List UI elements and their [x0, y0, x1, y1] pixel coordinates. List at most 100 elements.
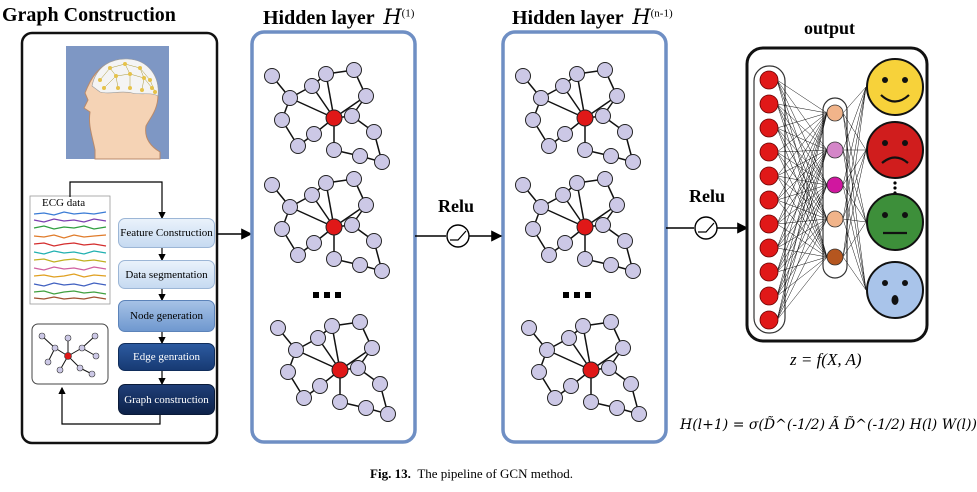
graph-node [358, 400, 374, 416]
neutral-face-icon [866, 193, 924, 251]
step-feature-construction: Feature Construction [118, 218, 215, 248]
graph-node [290, 247, 306, 263]
graph-node [569, 66, 585, 82]
hidden-layer-1-superscript: (1) [401, 7, 415, 20]
graph-node [557, 235, 573, 251]
graph-node [264, 177, 280, 193]
input-node [759, 118, 779, 138]
nn-edge [842, 112, 867, 151]
hidden-layer-n-frame [501, 30, 668, 444]
graph-node [306, 126, 322, 142]
graph-node [352, 257, 368, 273]
graph-node [603, 257, 619, 273]
graph-node [332, 394, 348, 410]
graph-node [326, 251, 342, 267]
nn-edge [776, 184, 828, 321]
nn-edge [776, 149, 828, 297]
graph-node [557, 126, 573, 142]
nn-edge [776, 199, 828, 220]
hidden-node [826, 248, 844, 266]
graph-node [282, 199, 298, 215]
graph-node [324, 318, 340, 334]
nn-edge [776, 112, 828, 321]
graph-node [617, 124, 633, 140]
graph-node [525, 221, 541, 237]
graph-node [310, 330, 326, 346]
nn-edge [776, 149, 828, 225]
output-ellipsis [893, 181, 897, 195]
graph-construction-title: Graph Construction [2, 4, 176, 26]
nn-edge [842, 221, 867, 258]
nn-edge [776, 149, 828, 273]
graph-node [595, 108, 611, 124]
hidden-layer-n-superscript: (n-1) [650, 7, 673, 20]
nn-edge [776, 112, 828, 273]
input-node [759, 190, 779, 210]
graph-node [625, 154, 641, 170]
nn-edge [776, 256, 828, 321]
graph-node [358, 88, 374, 104]
graph-node [312, 378, 328, 394]
nn-edge [842, 149, 867, 220]
output-formula: z = f(X, A) [790, 350, 862, 369]
graph-center-node [331, 361, 349, 379]
hidden-layer-n-symbol: H [632, 5, 651, 29]
graph-construction-panel [20, 31, 219, 445]
nn-edge [776, 112, 828, 225]
graph-node [304, 187, 320, 203]
hidden-node [826, 210, 844, 228]
nn-edge [776, 112, 828, 153]
nn-edge [776, 127, 828, 151]
graph-node [533, 90, 549, 106]
input-node [759, 70, 779, 90]
graph-node [346, 62, 362, 78]
graph-node [364, 340, 380, 356]
output-panel [745, 46, 929, 343]
input-node [759, 238, 779, 258]
graph-center-node [576, 218, 594, 236]
graph-center-node [325, 109, 343, 127]
graph-node [358, 197, 374, 213]
graph-node [533, 199, 549, 215]
relu-1-icon [446, 224, 470, 248]
graph-node [541, 247, 557, 263]
graph-node [563, 378, 579, 394]
graph-node [290, 138, 306, 154]
nn-edge [776, 112, 828, 201]
graph-node [603, 148, 619, 164]
graph-node [617, 233, 633, 249]
graph-node [372, 376, 388, 392]
brain-head-illustration [66, 46, 169, 160]
nn-edge [842, 149, 867, 186]
step-graph-construction: Graph construction [118, 384, 215, 415]
graph-center-node [325, 218, 343, 236]
graph-node [609, 197, 625, 213]
graph-node [264, 68, 280, 84]
sad-face-icon [866, 121, 924, 179]
graph-node [366, 124, 382, 140]
graph-node [306, 235, 322, 251]
nn-edge [842, 86, 867, 258]
graph-node [346, 171, 362, 187]
nn-edge [776, 256, 828, 297]
relu-1-label: Relu [438, 196, 474, 216]
input-node [759, 94, 779, 114]
nn-edge [842, 218, 867, 223]
nn-edge [776, 112, 828, 297]
hidden-layer-n-title: Hidden layer H(n-1) [512, 5, 673, 30]
graph-node [625, 263, 641, 279]
graph-node [601, 360, 617, 376]
nn-edge [776, 112, 828, 249]
hidden-layer-1-label: Hidden layer [263, 7, 375, 29]
relu-2-label: Relu [689, 186, 725, 206]
nn-edge [776, 149, 828, 249]
graph-center-node [582, 361, 600, 379]
input-nodes-column [753, 65, 786, 334]
nn-edge [776, 149, 828, 321]
input-node [759, 310, 779, 330]
input-node [759, 142, 779, 162]
nn-edge [776, 218, 828, 225]
nn-edge [842, 256, 867, 291]
graph-node [515, 177, 531, 193]
graph-node [374, 263, 390, 279]
